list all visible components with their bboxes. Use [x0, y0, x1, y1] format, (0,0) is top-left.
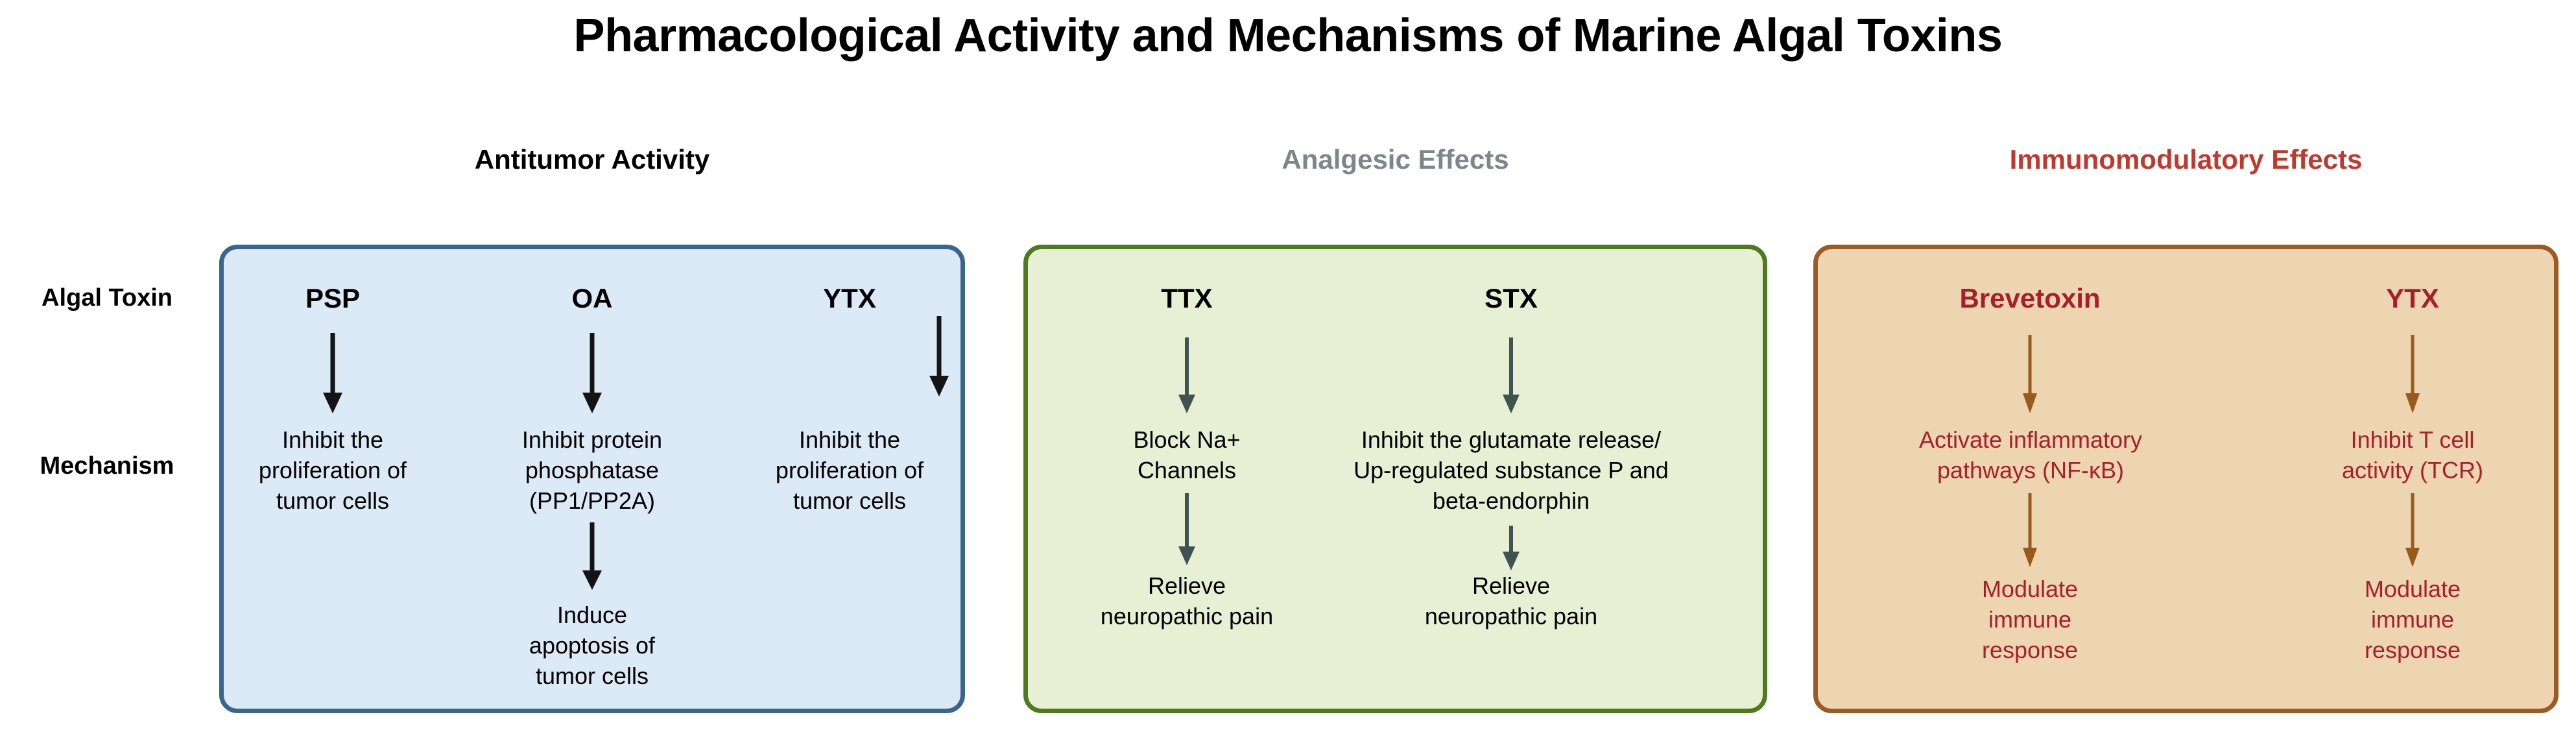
mechanism-text-oa: Inhibit protein phosphatase (PP1/PP2A) — [521, 426, 663, 514]
arrow-down-brevetoxin-outcome — [2019, 493, 2041, 568]
section-header-immunomodulatory: Immunomodulatory Effects — [2009, 144, 2363, 175]
mechanism-text-brevetoxin: Activate inflammatory pathways (NF-κB) — [1918, 426, 2143, 483]
panel-antitumor — [219, 245, 965, 713]
arrow-down-ttx-outcome — [1175, 493, 1199, 566]
panel-immunomodulatory — [1813, 245, 2558, 713]
toxin-label-ttx: TTX — [1161, 283, 1213, 313]
toxin-label-brevetoxin: Brevetoxin — [1959, 283, 2101, 313]
row-label-algal-toxin: Algal Toxin — [42, 284, 173, 311]
outcome-text-brevetoxin: Modulate immune response — [1981, 576, 2079, 663]
mechanism-text-stx: Inhibit the glutamate release/ Up-regula… — [1354, 426, 1669, 514]
arrow-down-psp — [321, 333, 344, 414]
toxin-label-psp: PSP — [305, 283, 361, 313]
arrow-down-ytx-immuno-outcome — [2402, 493, 2424, 568]
toxin-label-ytx-antitumor: YTX — [823, 283, 876, 313]
outcome-text-ttx: Relieve neuropathic pain — [1100, 572, 1274, 629]
arrow-down-ytx-immuno — [2402, 335, 2424, 414]
arrow-down-oa — [580, 333, 604, 414]
toxin-label-stx: STX — [1485, 283, 1538, 313]
section-header-antitumor: Antitumor Activity — [474, 144, 710, 175]
arrow-down-ytx-antitumor — [927, 316, 951, 397]
arrow-down-brevetoxin — [2019, 335, 2041, 414]
mechanism-text-ttx: Block Na+ Channels — [1133, 426, 1241, 483]
outcome-text-ytx-immuno: Modulate immune response — [2364, 576, 2461, 663]
mechanism-text-ytx-immuno: Inhibit T cell activity (TCR) — [2342, 426, 2483, 483]
outcome-text-stx: Relieve neuropathic pain — [1424, 572, 1598, 629]
panel-analgesic — [1023, 245, 1767, 713]
mechanism-text-ytx-antitumor: Inhibit the proliferation of tumor cells — [775, 426, 924, 514]
arrow-down-stx-outcome — [1499, 526, 1523, 571]
section-header-analgesic: Analgesic Effects — [1282, 144, 1509, 175]
page-title: Pharmacological Activity and Mechanisms … — [573, 10, 2003, 62]
arrow-down-stx — [1499, 337, 1523, 414]
toxin-label-oa: OA — [571, 283, 613, 313]
toxin-label-ytx-immuno: YTX — [2386, 283, 2439, 313]
arrow-down-oa-outcome — [580, 522, 604, 591]
arrow-down-ttx — [1175, 337, 1199, 414]
outcome-text-oa: Induce apoptosis of tumor cells — [529, 602, 656, 689]
mechanism-text-psp: Inhibit the proliferation of tumor cells — [258, 426, 407, 514]
row-label-mechanism: Mechanism — [40, 452, 174, 480]
